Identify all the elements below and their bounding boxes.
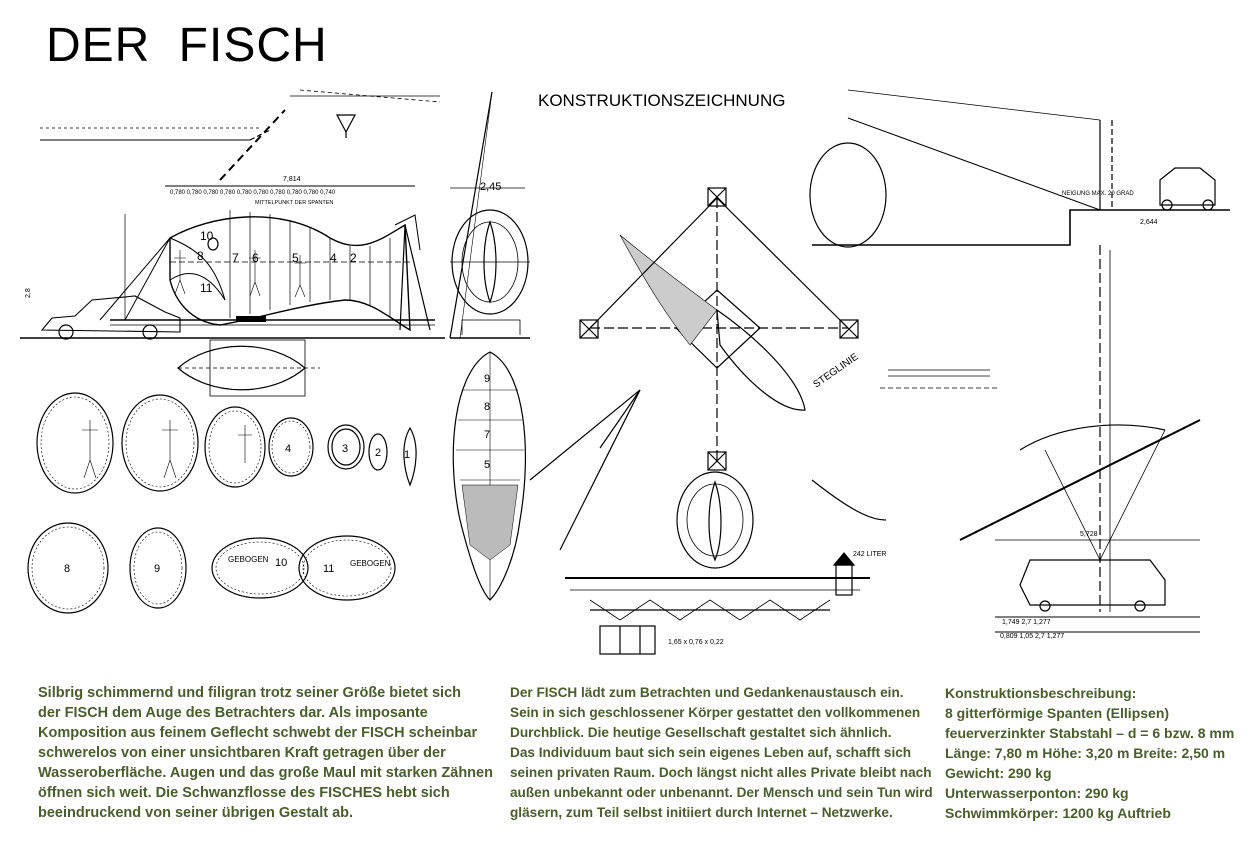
overall-length-label: 7,814 [283, 176, 301, 183]
description-middle: Der FISCH lädt zum Betrachten und Gedank… [510, 683, 933, 823]
drawing-subtitle: KONSTRUKTIONSZEICHNUNG [538, 91, 786, 110]
page-title: DER FISCH [46, 19, 328, 72]
fish-side-elevation: 0,780 0,780 0,780 0,780 0,780 0,780 0,78… [20, 89, 445, 340]
ramp-side-view: NEIGUNG MAX. 20 GRAD 2,644 [809, 89, 1230, 248]
description-line: gläsern, zum Teil selbst initiiert durch… [510, 805, 893, 820]
rib-label: 7 [484, 429, 490, 441]
spec-heading: Konstruktionsbeschreibung: [945, 685, 1137, 701]
steglinie-label: STEGLINIE [811, 351, 860, 390]
spec-line: feuerverzinkter Stabstahl – d = 6 bzw. 8… [945, 725, 1235, 741]
spec-line: Schwimmkörper: 1200 kg Auftrieb [945, 805, 1171, 821]
dim-5728-label: 5,728 [1080, 531, 1098, 538]
rib-sections-row2 [27, 522, 396, 614]
rib-label: 9 [484, 373, 490, 385]
description-line: der FISCH dem Auge des Betrachters dar. … [38, 705, 428, 721]
plate-dims-label: 1,65 x 0,76 x 0,22 [668, 639, 724, 646]
top-row-dims: 0,780 0,780 0,780 0,780 0,780 0,780 0,78… [170, 190, 336, 196]
bottom-dims-1: 1,749 2,7 1,277 [1002, 619, 1051, 626]
truss-detail [880, 369, 1000, 389]
dim-28-label: 2,8 [25, 288, 32, 298]
rib-label: 8 [64, 563, 70, 575]
dim-245-label: 2,45 [480, 181, 501, 193]
description-line: schwerelos von einer unsichtbaren Kraft … [38, 745, 446, 761]
rib-label: 10 [275, 557, 287, 569]
rib-labels-tail: 9 8 7 5 [484, 373, 490, 471]
description-line: Komposition aus feinem Geflecht schwebt … [38, 725, 478, 741]
pontoon-section: 242 LITER 1,65 x 0,76 x 0,22 [565, 471, 886, 655]
neigung-label: NEIGUNG MAX. 20 GRAD [1062, 191, 1134, 197]
construction-drawing: 0,780 0,780 0,780 0,780 0,780 0,780 0,78… [20, 89, 1230, 655]
liter-label: 242 LITER [853, 551, 886, 558]
rib-label: 5 [292, 251, 299, 265]
description-line: Der FISCH lädt zum Betrachten und Gedank… [510, 685, 904, 700]
rib-label: 6 [252, 251, 259, 265]
bottom-dims-2: 0,809 1,05 2,7 1,277 [1000, 633, 1064, 640]
spec-line: Länge: 7,80 m Höhe: 3,20 m Breite: 2,50 … [945, 745, 1226, 761]
rib-label: 8 [484, 401, 490, 413]
rib-label: 1 [404, 449, 410, 461]
mittelpunkt-label: MITTELPUNKT DER SPANTEN [255, 200, 333, 206]
rib-label: 4 [285, 443, 291, 455]
rib-labels-row2: 8 9 10 11 GEBOGEN GEBOGEN [64, 555, 391, 575]
dim-2644-label: 2,644 [1140, 219, 1158, 226]
rib-sections-row1 [36, 392, 417, 494]
description-line: Sein in sich geschlossener Körper gestat… [510, 705, 921, 720]
description-line: Das Individuum baut sich sein eigenes Le… [510, 745, 912, 760]
description-left: Silbrig schimmernd und filigran trotz se… [38, 683, 493, 823]
rib-label: 11 [323, 563, 334, 575]
description-line: außen unbekannt oder unbenannt. Der Mens… [510, 785, 933, 800]
gebogen-label: GEBOGEN [350, 559, 391, 568]
rib-label: 4 [330, 251, 337, 265]
description-line: seinen privaten Raum. Doch längst nicht … [510, 765, 932, 780]
rib-label: 10 [200, 229, 214, 243]
spec-line: Gewicht: 290 kg [945, 765, 1052, 781]
rib-labels-row1: 4 3 2 1 [285, 443, 410, 461]
description-line: öffnen sich weit. Die Schwanzflosse des … [38, 785, 450, 801]
rib-label: 7 [232, 251, 239, 265]
rib-label: 11 [200, 281, 213, 295]
ramp-plan-view: 5,728 1,749 2,7 1,277 0,809 1,05 2,7 1,2… [959, 245, 1201, 640]
pontoon-plan [177, 339, 320, 397]
spec-line: Unterwasserponton: 290 kg [945, 785, 1129, 801]
description-line: beeindruckend von seiner übrigen Gestalt… [38, 805, 354, 821]
tail-fin-view [452, 351, 527, 601]
description-line: Wasseroberfläche. Augen und das große Ma… [38, 765, 493, 781]
spec-line: 8 gitterförmige Spanten (Ellipsen) [945, 705, 1170, 721]
rib-label: 8 [197, 249, 204, 263]
rib-label: 2 [350, 251, 357, 265]
rib-label: 9 [154, 563, 160, 575]
rib-label: 3 [342, 443, 348, 455]
rib-label: 5 [484, 459, 490, 471]
rib-label: 2 [375, 447, 381, 459]
gebogen-label: GEBOGEN [228, 555, 269, 564]
description-line: Durchblick. Die heutige Gesellschaft ges… [510, 725, 892, 740]
description-line: Silbrig schimmernd und filigran trotz se… [38, 685, 461, 701]
construction-specs: Konstruktionsbeschreibung: 8 gitterförmi… [945, 683, 1234, 823]
rib-labels-elevation: 10 8 7 6 5 4 2 11 [197, 229, 357, 295]
fish-front-view: 2,45 [449, 91, 530, 339]
